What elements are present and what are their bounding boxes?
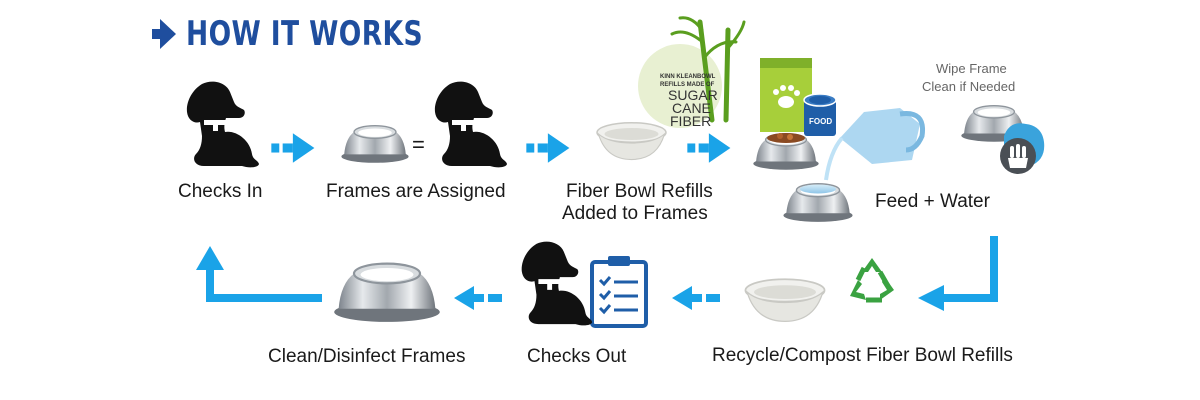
sugar-cane-badge: KINN KLEANBOWL REFILLS MADE OF SUGAR CAN… [638,16,746,129]
arrow-left-icon [672,286,720,310]
wipe-frame-illustration [960,104,1045,174]
fiber-bowl-icon [744,278,826,323]
play-arrow-icon [152,19,176,49]
arrow-left-icon [454,286,502,310]
fiber-bowl-icon [596,121,667,161]
badge-line5: FIBER [670,113,711,129]
sugar-cane-icon [670,16,746,123]
label-fiber-refills-1: Fiber Bowl Refills [566,181,713,202]
bowl-icon [333,262,441,324]
food-bag-icon [760,58,812,132]
connector-line [944,236,998,302]
badge-line1: KINN KLEANBOWL [660,74,716,80]
label-feed-water: Feed + Water [875,191,990,212]
arrow-left-icon [918,285,944,311]
label-recycle: Recycle/Compost Fiber Bowl Refills [712,345,1013,366]
feed-water-illustration: FOOD [752,58,926,223]
food-can-label: FOOD [809,117,832,126]
badge-line4: CANE [672,100,711,116]
page-title: HOW IT WORKS [152,12,490,56]
water-bowl-icon [782,182,854,223]
label-wipe-1: Wipe Frame [936,61,1007,76]
bowl-icon [340,124,410,164]
badge-line3: SUGAR [668,87,718,103]
connector-line [206,270,322,302]
food-bowl-icon [752,132,820,171]
label-checks-in: Checks In [178,181,263,202]
water-pitcher-icon [824,108,926,181]
dog-icon [434,81,507,168]
label-clean-frames: Clean/Disinfect Frames [268,346,466,367]
label-fiber-refills-2: Added to Frames [562,203,708,224]
arrow-up-icon [196,246,224,270]
clipboard-checklist-icon [590,256,648,328]
arrow-right-icon [271,133,315,163]
badge-line2: REFILLS MADE OF [660,82,715,88]
dog-icon [521,241,593,326]
label-wipe-2: Clean if Needed [922,79,1016,94]
dog-icon [186,81,259,168]
label-checks-out: Checks Out [527,346,627,367]
title-text: HOW IT WORKS [186,14,423,54]
equals-sign: = [412,132,425,157]
arrow-right-icon [526,133,570,163]
label-frames-assigned: Frames are Assigned [326,181,506,202]
arrow-right-icon [687,133,731,163]
wipe-hand-icon [1000,138,1036,174]
food-can-icon: FOOD [803,93,837,136]
recycle-icon [850,258,894,303]
